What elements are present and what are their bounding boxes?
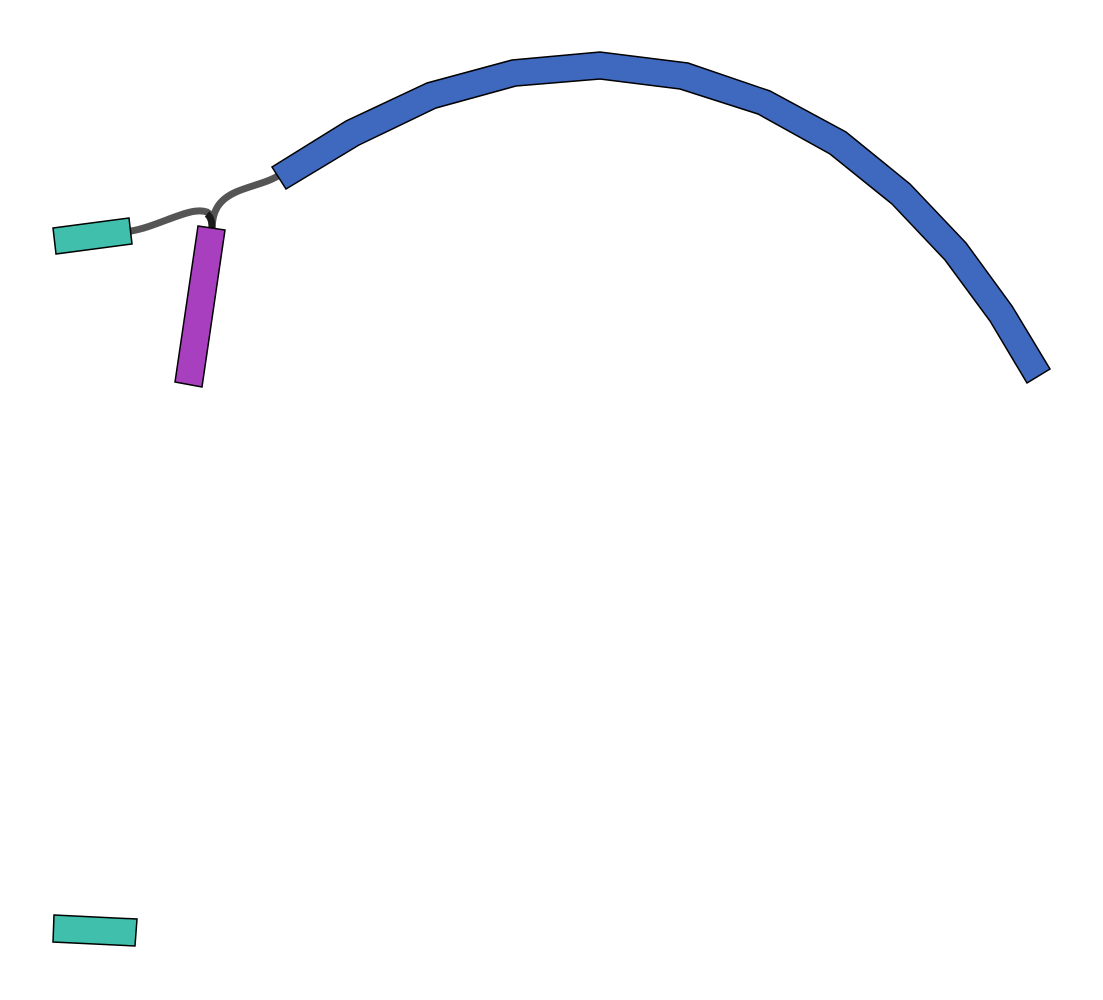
segment-blue-arc[interactable] <box>270 51 1052 385</box>
segment-teal-top[interactable] <box>52 217 133 255</box>
segments-layer <box>52 51 1052 947</box>
links-layer <box>127 170 285 235</box>
segment-purple-node[interactable] <box>174 225 226 388</box>
segment-teal-bottom[interactable] <box>52 914 138 947</box>
link-purple-node-to-blue-arc <box>208 170 285 234</box>
